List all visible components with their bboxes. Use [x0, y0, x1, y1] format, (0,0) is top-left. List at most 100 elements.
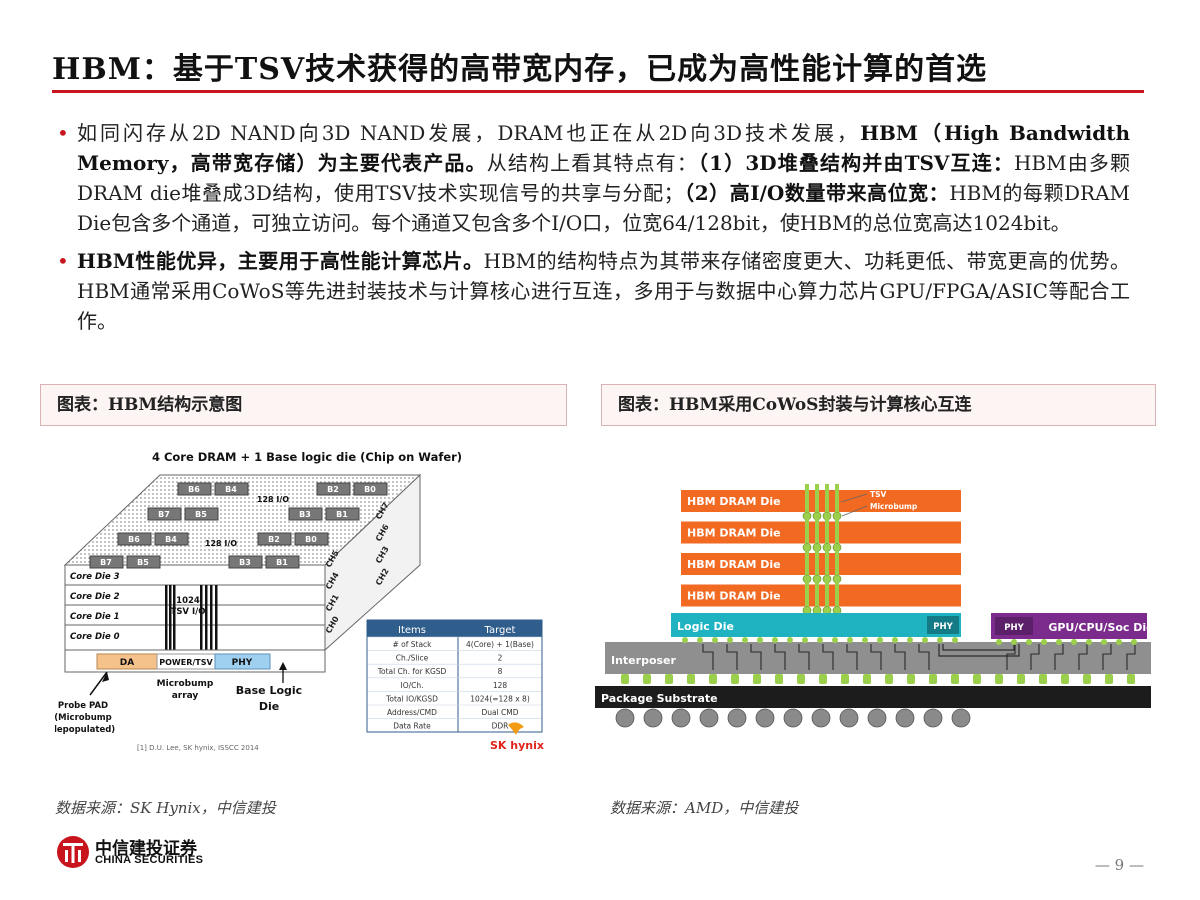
logo-en-text: CHINA SECURITIES: [95, 854, 204, 866]
microbump-dot: [712, 637, 718, 643]
c4-bump: [885, 674, 893, 684]
text-segment: HBM的结构特点为其带来存储密度更大、功耗更低、带宽更高的优势。HBM通常采用C…: [77, 249, 1130, 333]
table-cell-target: Dual CMD: [481, 708, 518, 717]
text-segment: HBM的每颗DRAM Die包含多个通道，可独立访问。每个通道又包含多个I/O口…: [77, 181, 1131, 235]
text-segment: 如同闪存从2D NAND向3D NAND发展，DRAM也正在从2D向3D技术发展…: [77, 121, 861, 145]
c4-bump: [797, 674, 805, 684]
microbump-dot: [742, 637, 748, 643]
bank-label: B3: [299, 510, 311, 519]
io-label-mid: 128 I/O: [205, 539, 237, 548]
microbump-dot: [862, 637, 868, 643]
power-tsv-label: POWER/TSV: [159, 658, 213, 667]
da-label: DA: [120, 658, 134, 668]
microbump-dot: [996, 639, 1002, 645]
logic-phy-label: PHY: [933, 622, 953, 632]
citation-text: [1] D.U. Lee, SK hynix, ISSCC 2014: [137, 744, 259, 752]
c4-bump: [731, 674, 739, 684]
bank-label: B7: [158, 510, 170, 519]
bullet-dot-icon: •: [57, 121, 69, 145]
c4-bump: [775, 674, 783, 684]
c4-bump: [753, 674, 761, 684]
arrow-head-icon: [279, 662, 287, 670]
c4-bump: [863, 674, 871, 684]
logic-die: [671, 613, 961, 637]
tsv-column: [805, 515, 809, 544]
table-cell-target: 128: [493, 681, 508, 690]
bank-row-3: B6 B4 B2 B0: [117, 532, 329, 546]
microbump-callout-line: [841, 505, 868, 517]
probe-pad-label: (Microbump: [55, 713, 112, 723]
microbump-dot: [937, 637, 943, 643]
interposer-trace: [846, 644, 858, 670]
bold-segment: （2）高I/O数量带来高位宽：: [683, 181, 950, 205]
interposer-trace: [1078, 644, 1088, 670]
bank-label: B1: [276, 558, 288, 567]
sk-hynix-logo: SK hynix: [490, 722, 544, 752]
bank-label: B3: [239, 558, 251, 567]
solder-ball: [727, 708, 747, 728]
interposer-label: Interposer: [611, 654, 677, 667]
microbump-dot: [727, 637, 733, 643]
core-die-label: Core Die 1: [70, 612, 120, 622]
microbump-dot: [922, 637, 928, 643]
phy-block: [214, 653, 271, 670]
microbump-dot: [1071, 639, 1077, 645]
dram-die-label: HBM DRAM Die: [687, 495, 781, 508]
tsv-callout-line: [840, 493, 868, 503]
interposer-traces: [702, 644, 1136, 670]
c4-bump: [929, 674, 937, 684]
interposer-trace: [918, 644, 930, 670]
arrow-head-icon: [102, 672, 109, 682]
c4-bump: [1017, 674, 1025, 684]
tsv-column: [815, 547, 819, 575]
c4-bump: [1083, 674, 1091, 684]
interposer-trace: [870, 644, 882, 670]
company-logo: 中信建投证券 CHINA SECURITIES: [55, 832, 215, 872]
interposer-trace: [894, 644, 906, 670]
dram-die-label: HBM DRAM Die: [687, 590, 781, 603]
cowos-package-diagram: Package Substrate Interposer HBM DRAM Di…: [595, 484, 1154, 728]
bank-label: B1: [336, 510, 348, 519]
tsv-column: [815, 578, 819, 607]
bank-label: B5: [137, 558, 149, 567]
bank-label: B0: [305, 535, 317, 544]
c4-bump: [819, 674, 827, 684]
microbump-dot: [832, 637, 838, 643]
table-header-cell: Items: [398, 625, 426, 636]
bank-row-2: B7 B5 B3 B1: [147, 507, 360, 521]
compute-phy-label: PHY: [1004, 623, 1024, 633]
solder-ball: [643, 708, 663, 728]
tsv-bars: [165, 585, 218, 655]
compute-die-label: GPU/CPU/Soc Die: [1048, 621, 1153, 634]
bold-segment: HBM（High Bandwidth Memory，高带宽存储）为主要代表产品。: [77, 121, 1130, 175]
table-cell-target: 2: [498, 654, 503, 663]
stack-front-face: [64, 564, 326, 651]
core-die-label: Core Die 3: [70, 572, 120, 582]
logo-cn-text: 中信建投证券: [95, 839, 197, 859]
microbump-label: Microbump: [157, 679, 214, 689]
dram-die-label: HBM DRAM Die: [687, 527, 781, 540]
microbump-dot: [1011, 639, 1017, 645]
dram-die: [681, 490, 961, 512]
interposer-trace: [726, 644, 738, 670]
text-segment: HBM由多颗DRAM die堆叠成3D结构，使用TSV技术实现信号的共享与分配；: [77, 151, 1130, 205]
solder-ball-row: [615, 708, 971, 728]
sk-butterfly-icon: [508, 722, 524, 735]
tsv-column: [825, 484, 829, 512]
tsv-io-label: TSV I/O: [171, 607, 206, 617]
c4-bump: [643, 674, 651, 684]
bold-segment: （1）3D堆叠结构并由TSV互连：: [698, 151, 1014, 175]
logic-die-label: Logic Die: [677, 620, 734, 633]
base-logic-label: Die: [259, 700, 279, 713]
probe-pad-arrow: [89, 671, 108, 696]
bank-row-4: B7 B5 B3 B1: [89, 555, 300, 569]
dram-die: [681, 521, 961, 544]
tsv-column: [805, 578, 809, 607]
table-cell-item: Ch./Slice: [396, 654, 429, 663]
microbump-dot: [757, 637, 763, 643]
interposer-trace: [822, 644, 834, 670]
microbump-label: array: [172, 691, 199, 701]
dram-die: [681, 553, 961, 575]
